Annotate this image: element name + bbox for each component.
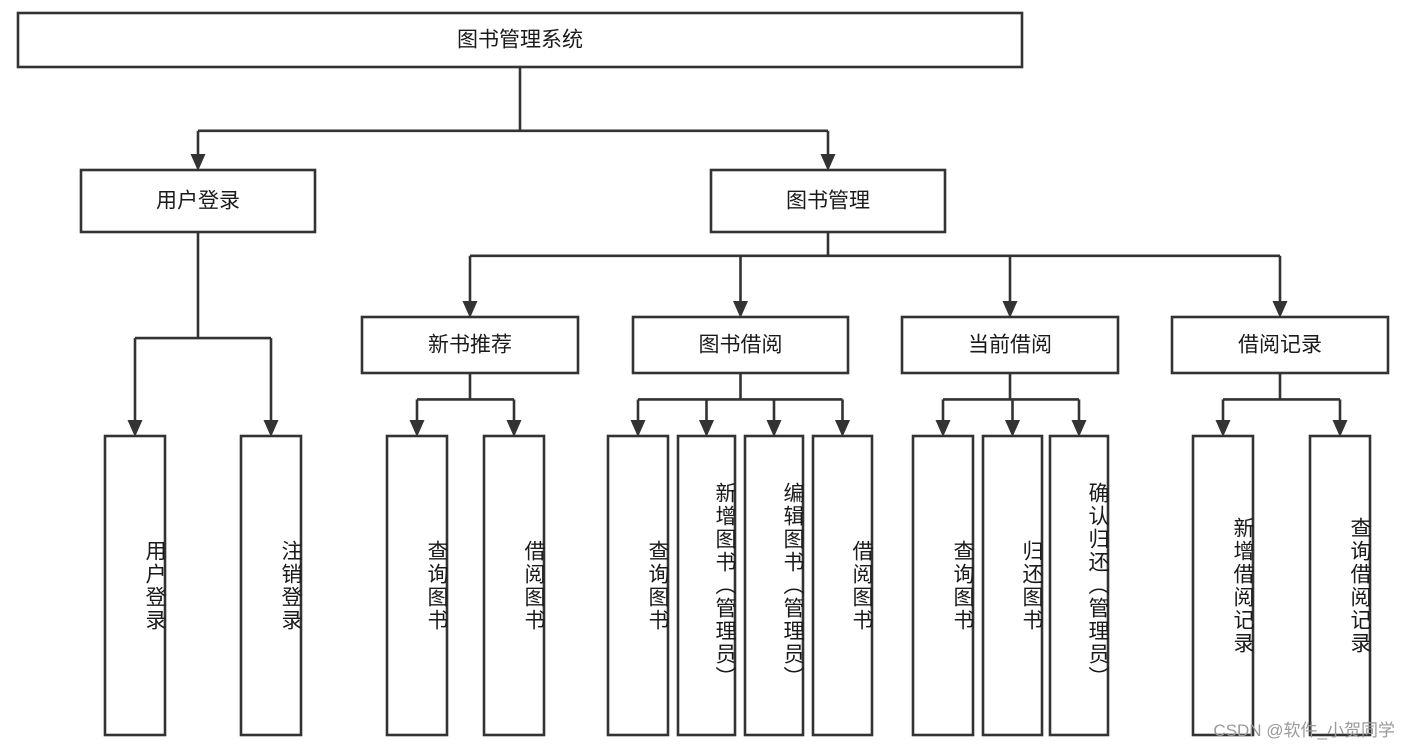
connector-new-book-rec	[409, 373, 522, 437]
connector-user-login	[127, 232, 279, 437]
node-box-leaf-confirm-return[interactable]	[1048, 434, 1110, 737]
node-box-leaf-logout[interactable]	[239, 434, 303, 737]
boxes-layer	[16, 11, 1390, 737]
node-box-leaf-query-book-borrow[interactable]	[606, 434, 670, 737]
connectors-layer	[127, 67, 1348, 437]
node-label-root: 图书管理系统	[457, 29, 583, 52]
node-box-leaf-borrow-book-rec[interactable]	[482, 434, 546, 737]
connector-book-borrow	[630, 373, 850, 437]
connector-root	[190, 67, 836, 171]
watermark-label: CSDN @软件_小贺同学	[1213, 721, 1395, 740]
connector-current-borrow	[935, 373, 1087, 437]
node-box-leaf-add-record[interactable]	[1191, 434, 1255, 737]
node-box-leaf-query-book-current[interactable]	[911, 434, 975, 737]
node-box-borrow-record[interactable]	[1170, 315, 1390, 375]
node-label-book-borrow: 图书借阅	[699, 334, 783, 357]
node-box-leaf-borrow-book[interactable]	[811, 434, 874, 737]
node-box-root[interactable]	[16, 11, 1024, 69]
node-label-user-login: 用户登录	[156, 190, 240, 213]
connector-borrow-record	[1215, 373, 1348, 437]
node-box-leaf-edit-book[interactable]	[743, 434, 805, 737]
node-box-new-book-rec[interactable]	[360, 315, 580, 375]
node-label-current-borrow: 当前借阅	[968, 334, 1052, 357]
node-box-leaf-query-record[interactable]	[1308, 434, 1372, 737]
connector-book-admin	[462, 232, 1288, 318]
node-box-user-login[interactable]	[79, 168, 317, 234]
node-label-new-book-rec: 新书推荐	[428, 334, 512, 357]
node-box-current-borrow[interactable]	[900, 315, 1120, 375]
node-label-borrow-record: 借阅记录	[1238, 334, 1322, 357]
node-box-leaf-return-book[interactable]	[981, 434, 1044, 737]
node-label-book-admin: 图书管理	[786, 190, 870, 213]
node-box-leaf-query-book-rec[interactable]	[385, 434, 449, 737]
node-box-leaf-user-login[interactable]	[103, 434, 167, 737]
node-box-book-admin[interactable]	[709, 168, 947, 234]
node-box-leaf-add-book[interactable]	[676, 434, 737, 737]
node-box-book-borrow[interactable]	[631, 315, 850, 375]
